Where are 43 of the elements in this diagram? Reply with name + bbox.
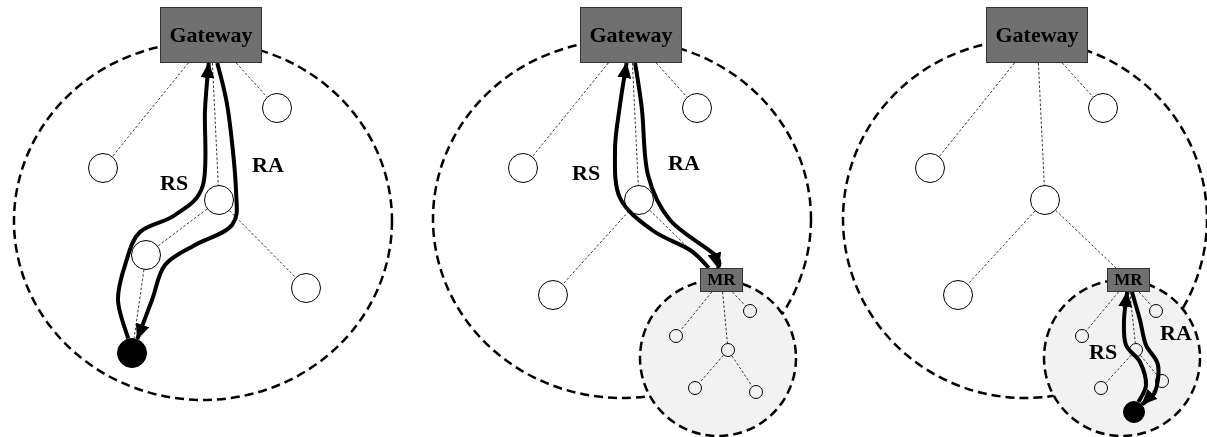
link-line	[1138, 291, 1152, 307]
link-line	[1105, 354, 1132, 384]
edge-label: RA	[668, 152, 700, 174]
link-line	[157, 208, 208, 247]
link-line	[732, 291, 746, 307]
device-dot	[117, 338, 147, 368]
message-arrow	[1130, 291, 1161, 406]
link-line	[632, 62, 639, 186]
link-line	[532, 62, 609, 157]
link-line	[1129, 291, 1136, 344]
edge-label: RS	[572, 162, 601, 184]
gateway-box: Gateway	[580, 7, 682, 63]
gateway-box: Gateway	[986, 7, 1088, 63]
link-line	[699, 354, 724, 384]
link-line	[112, 62, 189, 157]
link-line	[133, 269, 145, 339]
link-line	[967, 210, 1036, 285]
link-line	[212, 62, 219, 186]
router-box: MR	[700, 268, 743, 292]
edge-label: RA	[1160, 322, 1192, 344]
link-line	[1055, 210, 1117, 269]
message-arrow	[612, 62, 711, 270]
edge-label: RA	[252, 154, 284, 176]
link-line	[1061, 62, 1094, 98]
link-line	[1140, 355, 1158, 376]
message-arrow	[135, 62, 239, 340]
link-line	[1086, 291, 1119, 331]
message-arrow	[1118, 291, 1148, 403]
link-line	[939, 62, 1015, 157]
edge-label: RS	[1089, 341, 1118, 363]
link-line	[655, 62, 688, 98]
link-line	[722, 291, 728, 344]
link-line	[229, 210, 296, 278]
link-line	[562, 210, 630, 285]
gateway-box: Gateway	[160, 7, 262, 63]
link-line	[1038, 62, 1045, 186]
link-line	[731, 355, 753, 387]
link-line	[649, 210, 710, 269]
router-box: MR	[1107, 268, 1150, 292]
message-arrow	[116, 62, 215, 340]
link-line	[235, 62, 268, 98]
link-line	[680, 291, 713, 331]
edge-label: RS	[160, 172, 189, 194]
